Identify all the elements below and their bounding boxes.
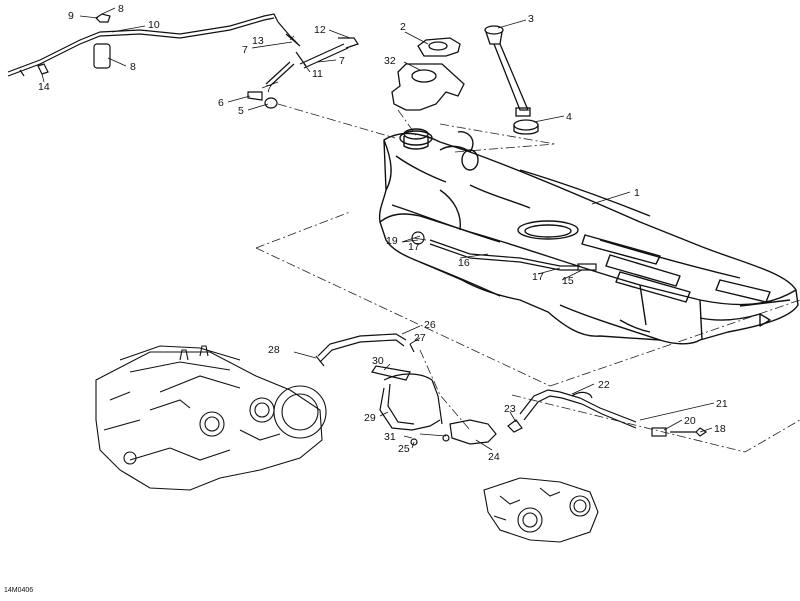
callout-28: 28	[268, 344, 280, 356]
callout-16: 16	[458, 257, 470, 269]
callout-24: 24	[488, 451, 500, 463]
callout-11: 11	[312, 68, 323, 80]
callout-13: 13	[252, 35, 264, 47]
callout-18: 18	[714, 423, 726, 435]
callout-20: 20	[684, 415, 696, 427]
callout-31: 31	[384, 431, 396, 443]
callout-5: 5	[238, 105, 244, 117]
callout-8-clip: 8	[130, 61, 136, 73]
drawing-reference-code: 14M0406	[4, 587, 33, 594]
callout-17-upper: 17	[408, 241, 420, 253]
clip	[93, 43, 111, 69]
callout-17-lower: 17	[532, 271, 544, 283]
fuel-line-fittings	[247, 33, 359, 109]
engine	[95, 345, 327, 491]
callout-30: 30	[372, 355, 384, 367]
callout-leaders	[41, 7, 715, 451]
callout-27: 27	[414, 332, 426, 344]
callout-10: 10	[148, 19, 160, 31]
callout-14: 14	[38, 81, 50, 93]
callout-23: 23	[504, 403, 516, 415]
tank-vent-hose	[411, 231, 597, 271]
callout-15: 15	[562, 275, 574, 287]
clamp-6	[247, 91, 263, 101]
callout-6: 6	[218, 97, 224, 109]
callout-19: 19	[386, 235, 398, 247]
fuel-tank	[378, 128, 799, 345]
callout-22: 22	[598, 379, 610, 391]
gasket	[513, 119, 539, 135]
callout-4: 4	[566, 111, 572, 123]
callout-21: 21	[716, 398, 728, 410]
callout-25: 25	[398, 443, 410, 455]
vent-line	[7, 13, 299, 77]
callout-1: 1	[634, 187, 640, 199]
fuel-filter-30	[371, 365, 411, 381]
fitting-20	[651, 427, 667, 437]
grommet-5	[264, 97, 278, 109]
callout-32: 32	[384, 55, 396, 67]
callout-labels: 1 2 3 4 5 6 7 7 7 8 8 9 10 11 12 13 14 1…	[38, 3, 728, 463]
clamp-14	[37, 63, 49, 75]
fuel-gauge	[484, 25, 531, 117]
clamp-9	[95, 13, 111, 23]
gas-cap	[417, 37, 461, 57]
fuel-pump-24	[449, 419, 497, 445]
callout-7-lower: 7	[266, 83, 272, 95]
carburetor	[483, 477, 599, 543]
callout-8-top: 8	[118, 3, 124, 15]
callout-12: 12	[314, 24, 326, 36]
callout-2: 2	[400, 21, 406, 33]
callout-9: 9	[68, 10, 74, 22]
callout-29: 29	[364, 412, 376, 424]
callout-7-left: 7	[242, 44, 248, 56]
lower-fuel-system	[315, 333, 708, 446]
callout-7-right: 7	[339, 55, 345, 67]
filler-neck-support	[391, 63, 465, 111]
callout-3: 3	[528, 13, 534, 25]
callout-26: 26	[424, 319, 436, 331]
